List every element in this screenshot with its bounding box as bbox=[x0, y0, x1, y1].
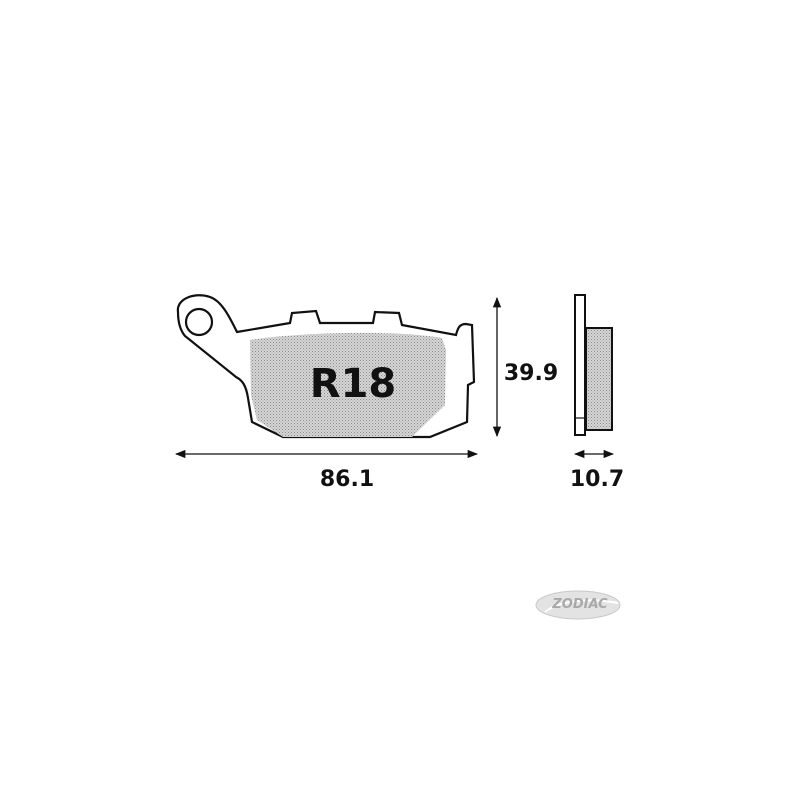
thickness-dimension-label: 10.7 bbox=[570, 467, 624, 492]
side-view-friction bbox=[585, 327, 613, 431]
friction-material bbox=[250, 332, 446, 437]
height-dimension-label: 39.9 bbox=[504, 361, 558, 386]
side-view-backplate bbox=[574, 294, 586, 436]
logo-text: ZODIAC bbox=[551, 597, 608, 612]
pad-code: R18 bbox=[310, 361, 396, 407]
mounting-hole bbox=[184, 307, 214, 337]
zodiac-logo: ZODIAC bbox=[535, 590, 621, 620]
width-dimension-label: 86.1 bbox=[320, 467, 374, 492]
